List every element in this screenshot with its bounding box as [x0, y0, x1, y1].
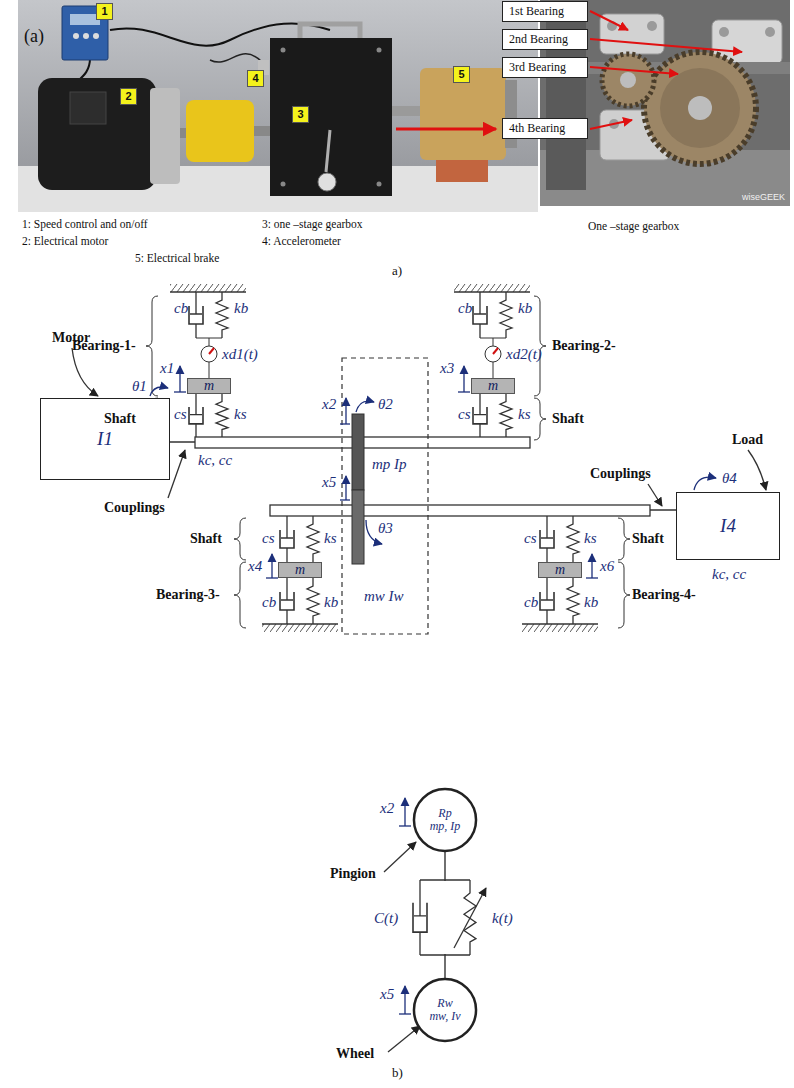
symbol-label: xd1(t): [222, 346, 258, 363]
callout-box: 1st Bearing: [502, 1, 588, 22]
bearing-mass: m: [278, 562, 322, 578]
symbol-label: θ2: [378, 396, 393, 413]
legend-note: 1: Speed control and on/off: [22, 218, 148, 231]
figure-tag: (a): [24, 26, 44, 47]
callout-box: 3rd Bearing: [502, 57, 588, 78]
symbol-label: cb: [458, 300, 472, 317]
callout-number: 4: [247, 70, 264, 87]
watermark: wiseGEEK: [742, 192, 785, 202]
node-text: 5: [458, 68, 464, 80]
symbol-label: C(t): [374, 910, 398, 927]
part-label: Shaft: [632, 531, 664, 547]
callout-number: 5: [453, 66, 470, 83]
motor-inertia-box: I1: [40, 398, 170, 480]
callout-box: 4th Bearing: [502, 118, 588, 139]
test-rig-photo: [18, 0, 538, 212]
legend-note: 4: Accelerometer: [262, 235, 341, 248]
symbol-label: kb: [584, 594, 598, 611]
part-label: Motor: [52, 330, 90, 346]
part-label: Couplings: [104, 500, 165, 516]
node-text: 4: [252, 72, 258, 84]
symbol-label: kc, cc: [198, 452, 232, 469]
part-label: Bearing-3-: [156, 587, 220, 603]
symbol-label: cb: [174, 300, 188, 317]
symbol-label: θ4: [722, 470, 737, 487]
symbol-label: ks: [324, 530, 337, 547]
node-text: mp, Ip: [430, 820, 461, 833]
symbol-label: kb: [324, 594, 338, 611]
symbol-label: x4: [248, 558, 262, 575]
node-text: m: [295, 562, 305, 577]
part-label: Shaft: [552, 411, 584, 427]
callout-number: 2: [120, 88, 137, 105]
symbol-label: ks: [584, 530, 597, 547]
symbol-label: ks: [518, 406, 531, 423]
legend-note: 3: one –stage gearbox: [262, 218, 363, 231]
symbol-label: x5: [322, 474, 336, 491]
part-label: Shaft: [104, 411, 136, 427]
load-inertia-box: I4: [676, 492, 780, 560]
symbol-label: kb: [234, 300, 248, 317]
symbol-label: mw Iw: [364, 588, 404, 605]
symbol-label: x3: [440, 360, 454, 377]
symbol-label: x6: [600, 558, 614, 575]
callout-number: 1: [96, 3, 113, 20]
legend-note: 5: Electrical brake: [135, 252, 219, 265]
bearing-mass: m: [471, 378, 515, 394]
symbol-label: x2: [380, 800, 394, 817]
node-text: 2: [125, 90, 131, 102]
node-text: 3rd Bearing: [509, 61, 566, 74]
node-text: 3: [297, 108, 303, 120]
gearbox-schematic: [72, 284, 766, 634]
part-label: Shaft: [190, 531, 222, 547]
symbol-label: mp Ip: [372, 456, 407, 473]
part-label: Load: [732, 432, 763, 448]
node-text: m: [488, 378, 498, 393]
node-text: 4th Bearing: [509, 122, 565, 135]
symbol-label: cs: [262, 530, 275, 547]
symbol-label: θ1: [132, 378, 147, 395]
bearing-mass: m: [538, 562, 582, 578]
symbol-label: cb: [262, 594, 276, 611]
symbol-label: kb: [518, 300, 532, 317]
symbol-label: xd2(t): [506, 346, 542, 363]
symbol-label: kc, cc: [712, 566, 746, 583]
symbol-label: x2: [322, 396, 336, 413]
symbol-label: cs: [458, 406, 471, 423]
symbol-label: x1: [160, 360, 174, 377]
part-label: Bearing-2-: [552, 338, 616, 354]
node-text: 1: [101, 5, 107, 17]
node-text: 1st Bearing: [509, 5, 564, 18]
symbol-label: x5: [380, 986, 394, 1003]
node-text: I4: [720, 516, 736, 537]
wheel-circle: Rwmw, Iv: [413, 978, 477, 1042]
legend-note: 2: Electrical motor: [22, 235, 108, 248]
symbol-label: k(t): [492, 910, 513, 927]
part-label: Couplings: [590, 466, 651, 482]
callout-box: 2nd Bearing: [502, 29, 588, 50]
symbol-label: ks: [234, 406, 247, 423]
part-label: Wheel: [336, 1046, 374, 1062]
callout-number: 3: [292, 106, 309, 123]
symbol-label: cb: [524, 594, 538, 611]
node-text: Rp: [438, 807, 451, 820]
subfigure-label: b): [392, 1066, 403, 1081]
node-text: mw, Iv: [429, 1010, 460, 1023]
symbol-label: cs: [174, 406, 187, 423]
pinion-circle: Rpmp, Ip: [413, 788, 477, 852]
symbol-label: θ3: [378, 520, 393, 537]
node-text: I1: [97, 429, 113, 450]
node-text: 2nd Bearing: [509, 33, 568, 46]
node-text: m: [204, 378, 214, 393]
bearing-mass: m: [187, 378, 231, 394]
part-label: Bearing-4-: [632, 587, 696, 603]
subfigure-label: a): [392, 264, 402, 279]
part-label: Pingion: [330, 866, 376, 882]
node-text: m: [555, 562, 565, 577]
photo-caption: One –stage gearbox: [588, 220, 679, 233]
node-text: Rw: [437, 997, 452, 1010]
symbol-label: cs: [524, 530, 537, 547]
